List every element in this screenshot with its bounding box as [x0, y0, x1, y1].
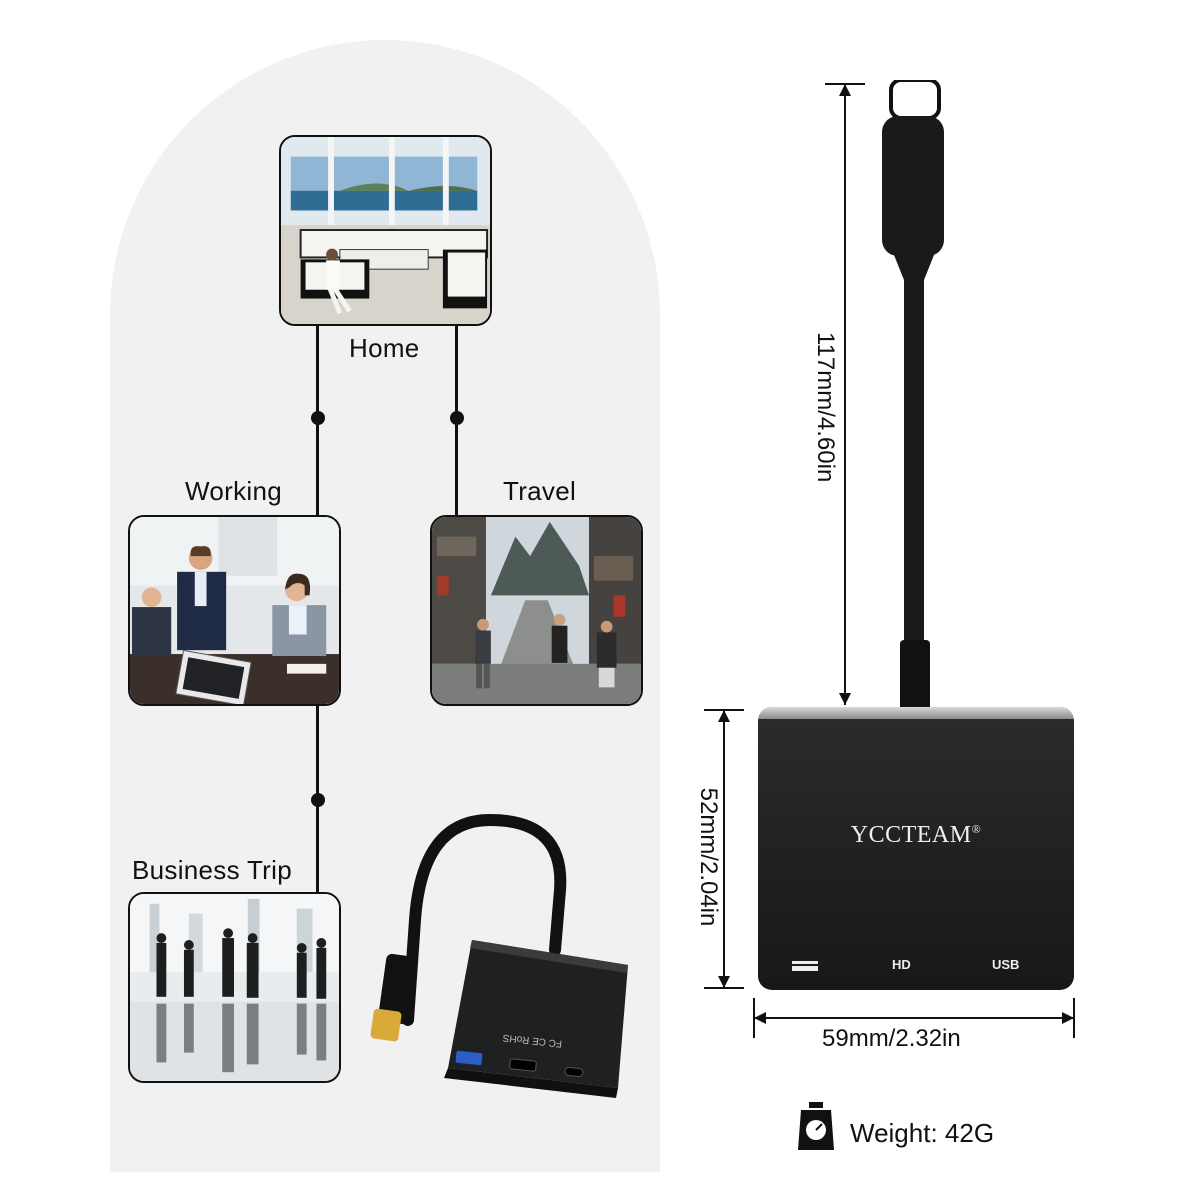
usb-port-label: USB [992, 957, 1020, 972]
large-adapter-image: YCCTEAM® HD USB [758, 707, 1074, 990]
business-trip-label: Business Trip [132, 855, 292, 885]
scale-icon [798, 1102, 834, 1150]
weight-text: Weight: 42G [850, 1118, 995, 1148]
dimension-arrows [704, 83, 1075, 1038]
home-label: Home [349, 333, 420, 363]
large-adapter-cable [882, 80, 944, 715]
business-trip-photo [128, 892, 341, 1083]
width-dimension: 59mm/2.32in [822, 1025, 961, 1052]
sd-port-icon [792, 961, 818, 971]
working-label: Working [185, 476, 282, 506]
small-adapter-image: FC CE RoHS [370, 813, 628, 1098]
brand-name: YCCTEAM [850, 822, 972, 848]
length-dimension: 117mm/4.60in [812, 332, 839, 483]
connector-dot [450, 411, 464, 425]
hd-port-label: HD [892, 957, 911, 972]
registered-mark: ® [971, 822, 982, 836]
travel-photo [430, 515, 643, 706]
working-photo [128, 515, 341, 706]
connector-dot [311, 793, 325, 807]
connector-dot [311, 411, 325, 425]
brand-logo: YCCTEAM® [758, 822, 1074, 849]
travel-label: Travel [503, 476, 577, 506]
height-dimension: 52mm/2.04in [695, 787, 722, 927]
adapter-rim [758, 707, 1074, 719]
home-photo [279, 135, 492, 326]
